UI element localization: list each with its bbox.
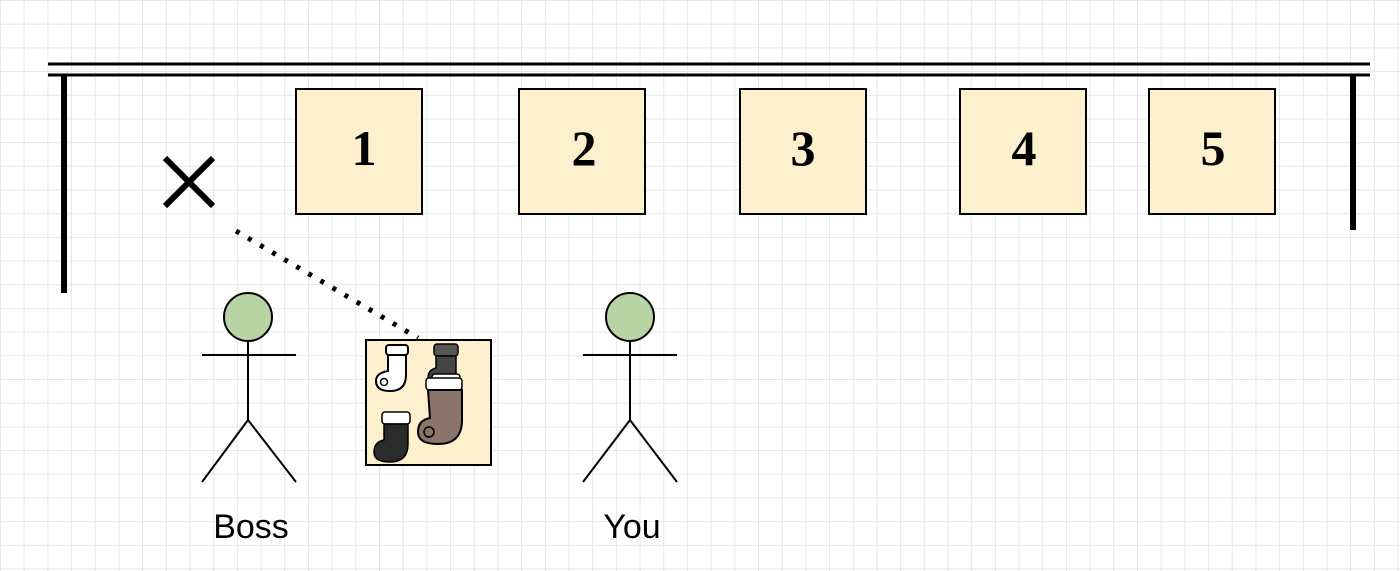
white-sock-icon bbox=[374, 344, 409, 393]
slot-box bbox=[295, 88, 423, 215]
slot-box bbox=[959, 88, 1087, 215]
boss-label: Boss bbox=[213, 508, 289, 546]
black-sock-icon bbox=[373, 411, 411, 463]
brown-sock-icon bbox=[416, 377, 463, 446]
boss-head bbox=[223, 292, 273, 342]
slot-label: 2 bbox=[572, 120, 597, 176]
slot-5: 5 bbox=[1148, 88, 1276, 215]
slot-1: 1 bbox=[295, 88, 423, 215]
slot-box bbox=[518, 88, 646, 215]
boss-figure bbox=[201, 292, 297, 483]
socks-icon bbox=[365, 339, 492, 466]
slot-label: 1 bbox=[352, 120, 377, 176]
you-figure bbox=[582, 292, 678, 483]
slot-label: 4 bbox=[1012, 120, 1037, 176]
you-head bbox=[605, 292, 655, 342]
slot-label: 5 bbox=[1201, 120, 1226, 176]
slot-box bbox=[1148, 88, 1276, 215]
x-icon bbox=[162, 155, 216, 209]
slot-3: 3 bbox=[739, 88, 867, 215]
you-label: You bbox=[603, 508, 660, 546]
slot-label: 3 bbox=[791, 120, 816, 176]
slot-2: 2 bbox=[518, 88, 646, 215]
slot-box bbox=[739, 88, 867, 215]
slot-4: 4 bbox=[959, 88, 1087, 215]
